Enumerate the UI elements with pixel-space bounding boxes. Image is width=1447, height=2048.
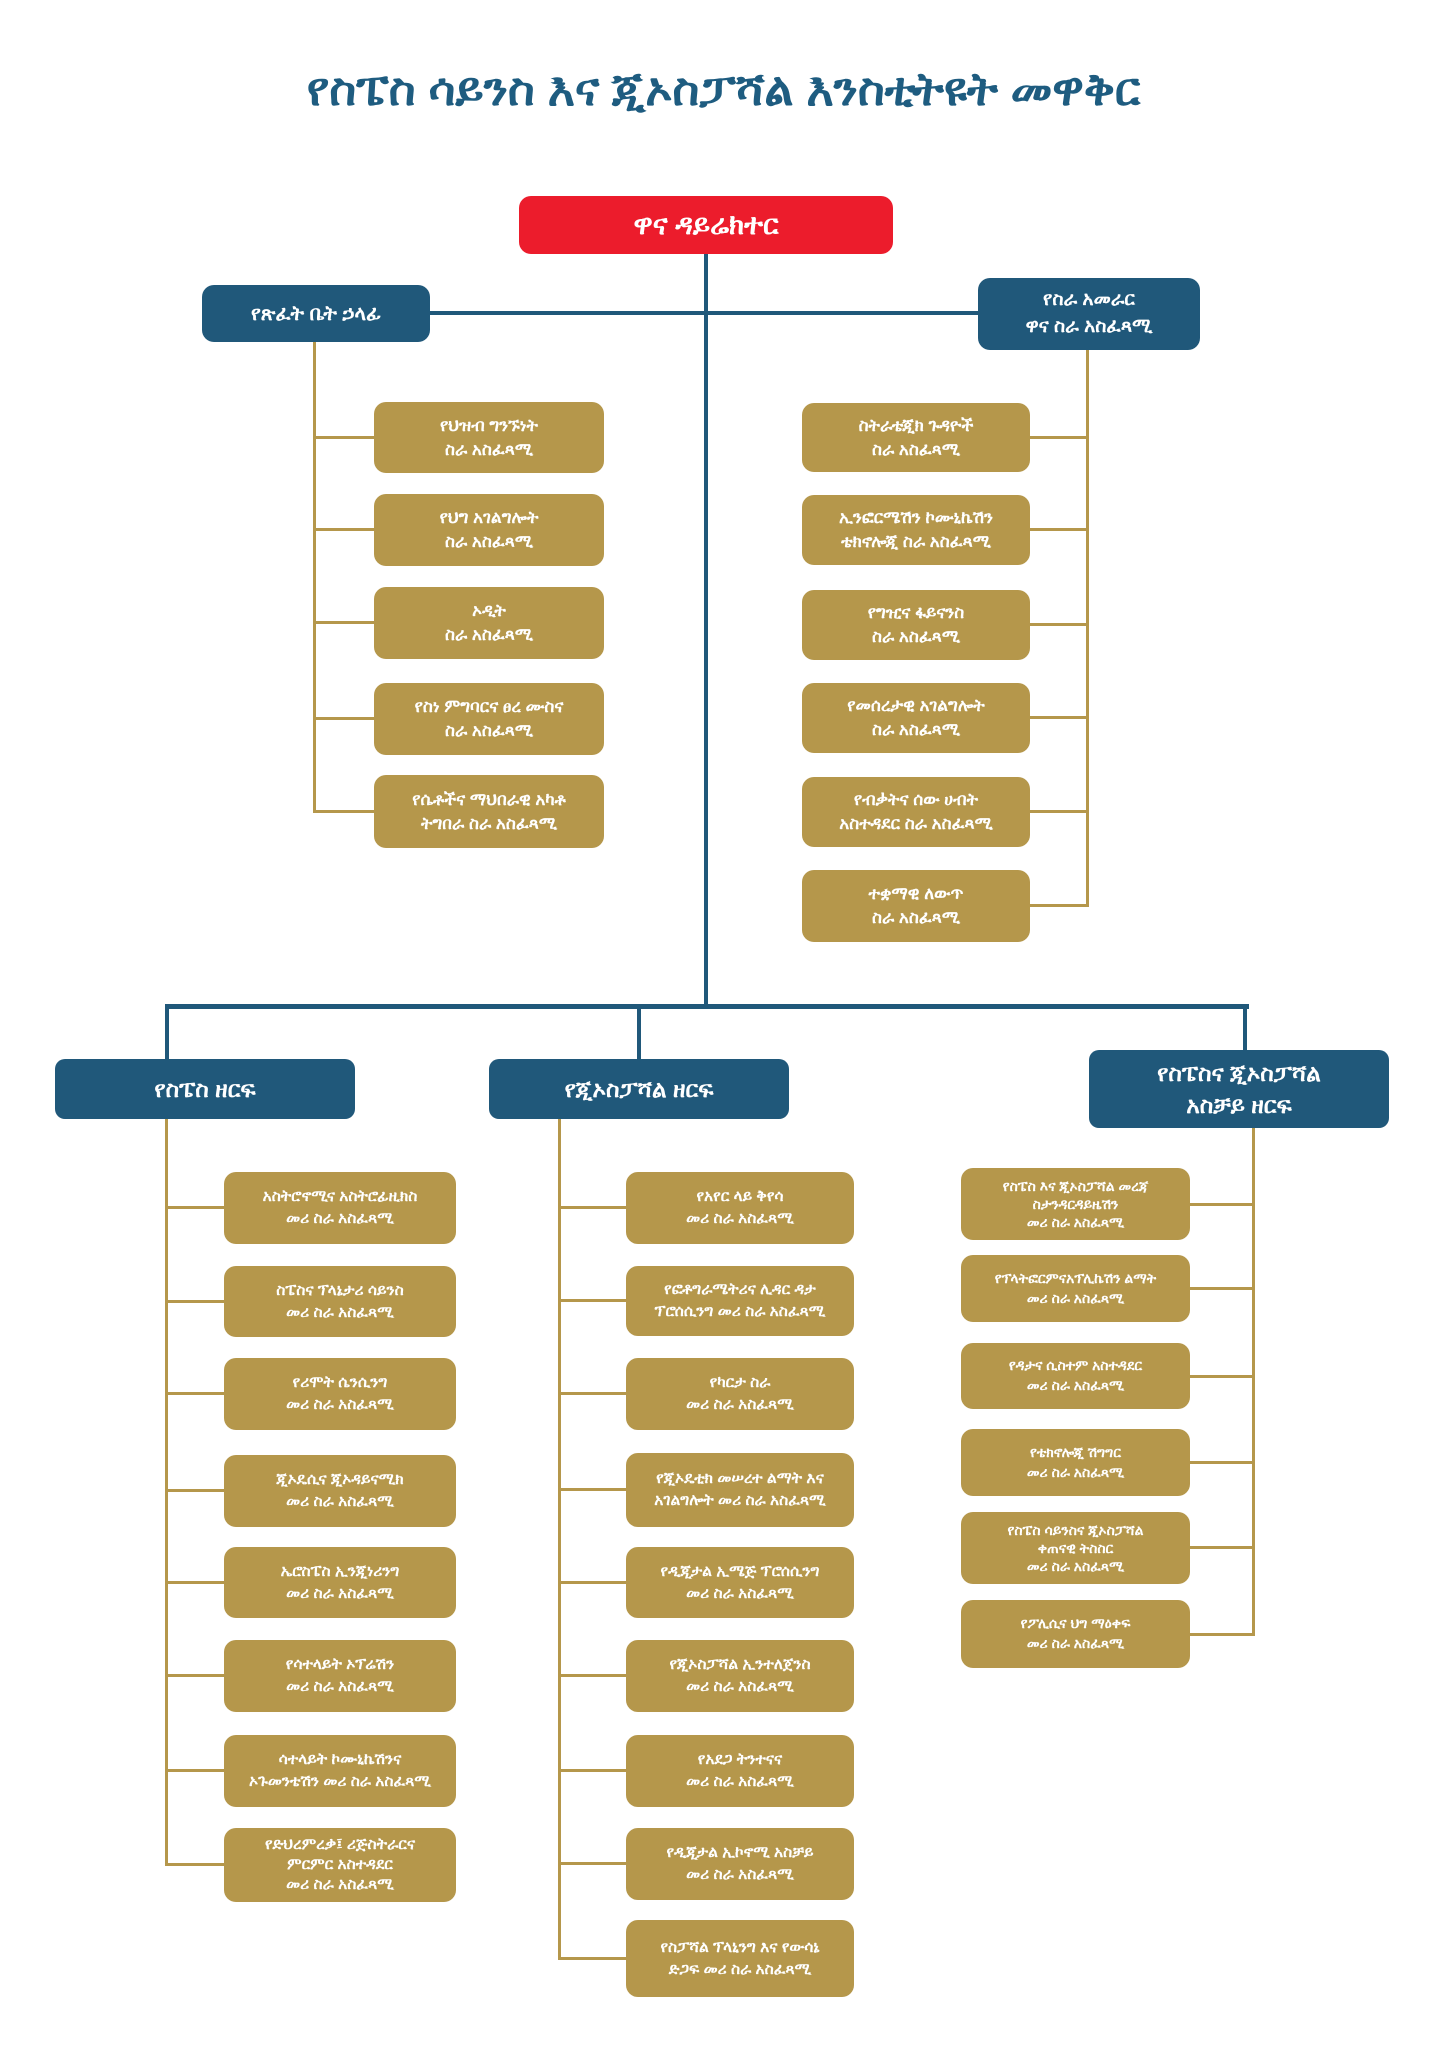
management-branch-node-2: ኢንፎርሜሽን ኮሙኒኬሽን ቴክኖሎጂ ስራ አስፈጻሚ	[802, 495, 1030, 565]
management-ceo-node: የስራ አመራር ዋና ስራ አስፈጻሚ	[978, 278, 1200, 350]
geospatial-sector-node-8: የዲጂታል ኢኮኖሚ አስቻይ መሪ ስራ አስፈጻሚ	[626, 1828, 854, 1900]
office-head-node: የጽፈት ቤት ኃላፊ	[202, 285, 430, 342]
enabling-sector-stub	[1190, 1287, 1255, 1290]
office-branch-stub	[313, 528, 374, 531]
geospatial-sector-stub	[558, 1392, 626, 1395]
office-branch-node-3: ኦዲት ስራ አስፈጻሚ	[374, 587, 604, 659]
space-sector-node-1: አስትሮኖሚና አስትሮፊዚክስ መሪ ስራ አስፈጻሚ	[224, 1172, 456, 1244]
geospatial-sector-node-4: የጂኦዴቲክ መሠረተ ልማት እና አገልግሎት መሪ ስራ አስፈጻሚ	[626, 1453, 854, 1527]
space-sector-stub	[165, 1489, 224, 1492]
geospatial-sector-trunk	[558, 1119, 561, 1959]
enabling-sector-node-5: የስፔስ ሳይንስና ጂኦስፓሻል ቀጠናዊ ትስስር መሪ ስራ አስፈጻሚ	[961, 1512, 1190, 1584]
office-branch-node-2: የህግ አገልግሎት ስራ አስፈጻሚ	[374, 494, 604, 566]
enabling-sector-node-3: የዳታና ሲስተም አስተዳደር መሪ ስራ አስፈጻሚ	[961, 1343, 1190, 1409]
enabling-sector-trunk	[1252, 1128, 1255, 1636]
enabling-sector-stub	[1190, 1633, 1255, 1636]
management-branch-node-6: ተቋማዊ ለውጥ ስራ አስፈጻሚ	[802, 870, 1030, 942]
geospatial-sector-drop-connector	[637, 1004, 641, 1061]
space-sector-header: የስፔስ ዘርፍ	[55, 1059, 355, 1119]
space-sector-stub	[165, 1769, 224, 1772]
geospatial-sector-node-2: የፎቶግራሜትሪና ሊዳር ዳታ ፕሮሰሲንግ መሪ ስራ አስፈጻሚ	[626, 1266, 854, 1336]
management-branch-trunk	[1086, 350, 1089, 907]
office-branch-stub	[313, 621, 374, 624]
management-branch-stub	[1030, 623, 1089, 626]
space-sector-node-8: የድህረምረቃ፤ ሪጅስትራርና ምርምር አስተዳደር መሪ ስራ አስፈጻሚ	[224, 1828, 456, 1902]
enabling-sector-stub	[1190, 1461, 1255, 1464]
geospatial-sector-stub	[558, 1957, 626, 1960]
level2-horizontal-connector	[430, 311, 978, 315]
office-branch-stub	[313, 717, 374, 720]
geospatial-sector-stub	[558, 1862, 626, 1865]
enabling-sector-node-2: የፕላትፎርምናአፕሊኬሽን ልማት መሪ ስራ አስፈጻሚ	[961, 1255, 1190, 1322]
office-branch-node-4: የስነ ምግባርና ፀረ ሙስና ስራ አስፈጻሚ	[374, 683, 604, 755]
office-branch-trunk	[313, 342, 316, 813]
management-branch-stub	[1030, 810, 1089, 813]
management-branch-stub	[1030, 528, 1089, 531]
space-sector-stub	[165, 1674, 224, 1677]
space-sector-node-2: ስፔስና ፕላኔታሪ ሳይንስ መሪ ስራ አስፈጻሚ	[224, 1266, 456, 1337]
space-sector-stub	[165, 1392, 224, 1395]
management-branch-node-5: የብቃትና ሰው ሀብት አስተዳደር ስራ አስፈጻሚ	[802, 777, 1030, 847]
enabling-sector-node-4: የቴክኖሎጂ ሽግግር መሪ ስራ አስፈጻሚ	[961, 1429, 1190, 1496]
geospatial-sector-stub	[558, 1206, 626, 1209]
geospatial-sector-stub	[558, 1299, 626, 1302]
enabling-sector-drop-connector	[1243, 1004, 1247, 1052]
geospatial-sector-stub	[558, 1769, 626, 1772]
space-sector-node-4: ጂኦዴሲና ጂኦዳይናሚክ መሪ ስራ አስፈጻሚ	[224, 1455, 456, 1527]
enabling-sector-node-6: የፖሊሲና ህግ ማዕቀፍ መሪ ስራ አስፈጻሚ	[961, 1600, 1190, 1668]
geospatial-sector-node-6: የጂኦስፓሻል ኢንተለጀንስ መሪ ስራ አስፈጻሚ	[626, 1640, 854, 1712]
geospatial-sector-stub	[558, 1488, 626, 1491]
space-sector-node-5: ኤሮስፔስ ኢንጂነሪንግ መሪ ስራ አስፈጻሚ	[224, 1547, 456, 1618]
enabling-sector-header: የስፔስና ጂኦስፓሻል አስቻይ ዘርፍ	[1089, 1050, 1389, 1128]
office-branch-node-1: የህዝብ ግንኙነት ስራ አስፈጻሚ	[374, 402, 604, 473]
page-title: የስፔስ ሳይንስ እና ጂኦስፓሻል እንስቲትዩት መዋቅር	[306, 63, 1141, 115]
space-sector-stub	[165, 1863, 224, 1866]
main-vertical-connector	[704, 254, 708, 1008]
geospatial-sector-node-1: የአየር ላይ ቅየሳ መሪ ስራ አስፈጻሚ	[626, 1172, 854, 1244]
space-sector-node-7: ሳተላይት ኮሙኒኬሽንና ኦጉመንቴሽን መሪ ስራ አስፈጻሚ	[224, 1735, 456, 1807]
geospatial-sector-node-9: የስፓሻል ፕላኒንግ እና የውሳኔ ድጋፍ መሪ ስራ አስፈጻሚ	[626, 1920, 854, 1997]
management-branch-node-3: የግዢና ፋይናንስ ስራ አስፈጻሚ	[802, 590, 1030, 660]
geospatial-sector-stub	[558, 1674, 626, 1677]
space-sector-trunk	[165, 1119, 168, 1866]
enabling-sector-node-1: የስፔስ እና ጂኦስፓሻል መረጃ ስታንዳርዳይዜሽን መሪ ስራ አስፈጻ…	[961, 1168, 1190, 1240]
office-branch-stub	[313, 810, 374, 813]
management-branch-stub	[1030, 716, 1089, 719]
space-sector-node-6: የሳተላይት ኦፕሬሽን መሪ ስራ አስፈጻሚ	[224, 1640, 456, 1712]
sectors-horizontal-connector	[165, 1004, 1249, 1009]
enabling-sector-stub	[1190, 1375, 1255, 1378]
management-branch-stub	[1030, 436, 1089, 439]
management-branch-node-4: የመሰረታዊ አገልግሎት ስራ አስፈጻሚ	[802, 683, 1030, 753]
geospatial-sector-stub	[558, 1581, 626, 1584]
geospatial-sector-node-3: የካርታ ስራ መሪ ስራ አስፈጻሚ	[626, 1358, 854, 1430]
management-branch-node-1: ስትራቴጂክ ጉዳዮች ስራ አስፈጻሚ	[802, 403, 1030, 472]
office-branch-node-5: የሴቶችና ማህበራዊ አካቶ ትግበራ ስራ አስፈጻሚ	[374, 775, 604, 848]
enabling-sector-stub	[1190, 1203, 1255, 1206]
space-sector-drop-connector	[165, 1004, 169, 1061]
space-sector-stub	[165, 1300, 224, 1303]
management-branch-stub	[1030, 904, 1089, 907]
geospatial-sector-node-7: የአደጋ ትንተናና መሪ ስራ አስፈጻሚ	[626, 1735, 854, 1807]
office-branch-stub	[313, 436, 374, 439]
space-sector-node-3: የሪሞት ሴንሲንግ መሪ ስራ አስፈጻሚ	[224, 1358, 456, 1430]
enabling-sector-stub	[1190, 1546, 1255, 1549]
director-general-node: ዋና ዳይሬክተር	[519, 196, 893, 254]
geospatial-sector-header: የጂኦስፓሻል ዘርፍ	[489, 1059, 789, 1119]
space-sector-stub	[165, 1206, 224, 1209]
space-sector-stub	[165, 1581, 224, 1584]
geospatial-sector-node-5: የዲጂታል ኢሜጅ ፕሮሰሲንግ መሪ ስራ አስፈጻሚ	[626, 1547, 854, 1618]
